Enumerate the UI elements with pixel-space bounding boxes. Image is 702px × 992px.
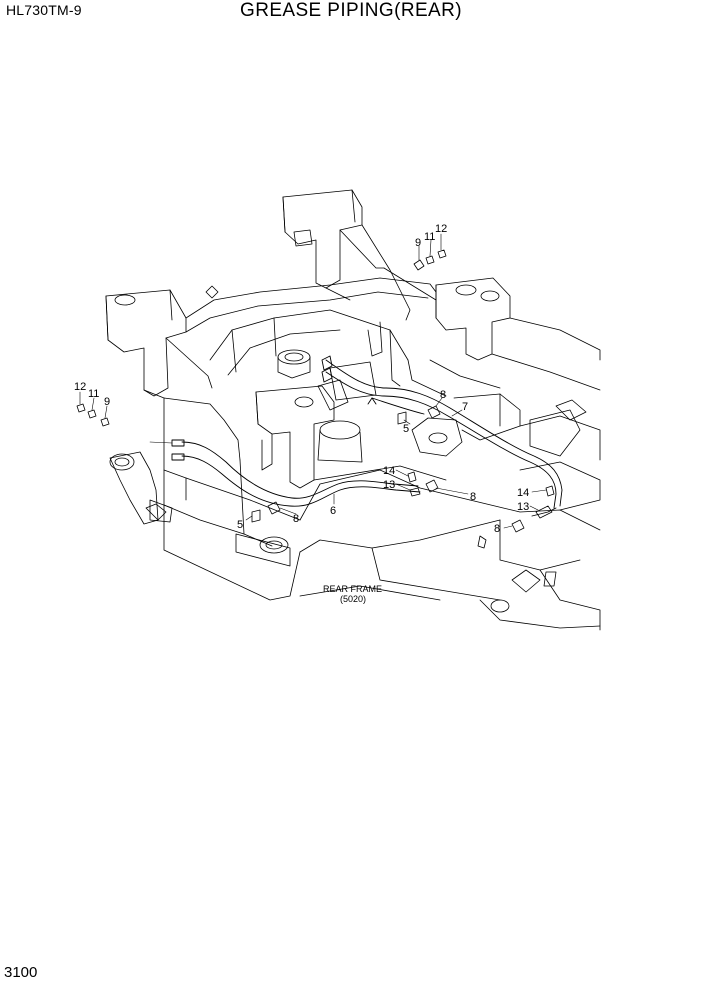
grease-fittings bbox=[76, 249, 555, 533]
callout-12-left: 12 bbox=[74, 381, 86, 393]
callout-5-lower: 5 bbox=[237, 519, 243, 531]
callout-12-top: 12 bbox=[435, 223, 447, 235]
callout-8-lower: 8 bbox=[293, 513, 299, 525]
rear-frame-drawing bbox=[105, 189, 601, 631]
callout-11-left: 11 bbox=[88, 388, 99, 400]
grease-hoses bbox=[171, 355, 563, 517]
callout-14-right: 14 bbox=[517, 487, 529, 499]
callout-9-left: 9 bbox=[104, 396, 110, 408]
callout-13-mid: 13 bbox=[383, 479, 395, 491]
model-number: HL730TM-9 bbox=[6, 2, 82, 18]
callout-9-top: 9 bbox=[415, 237, 421, 249]
callout-labels: 12 11 9 9 11 12 8 7 5 14 13 8 6 5 8 14 1… bbox=[74, 223, 529, 604]
callout-6: 6 bbox=[330, 505, 336, 517]
callout-11-top: 11 bbox=[424, 231, 435, 243]
callout-8-right: 8 bbox=[494, 523, 500, 535]
page-number: 3100 bbox=[4, 964, 38, 981]
callout-14-mid: 14 bbox=[383, 465, 395, 477]
frame-code: (5020) bbox=[340, 594, 366, 604]
callout-5-upper: 5 bbox=[403, 423, 409, 435]
callout-8-mid: 8 bbox=[470, 491, 476, 503]
leader-lines bbox=[79, 233, 547, 529]
callout-13-right: 13 bbox=[517, 501, 529, 513]
callout-8-upper: 8 bbox=[440, 389, 446, 401]
callout-7: 7 bbox=[462, 401, 468, 413]
frame-label: REAR FRAME bbox=[323, 584, 382, 594]
page-title: GREASE PIPING(REAR) bbox=[240, 0, 462, 21]
